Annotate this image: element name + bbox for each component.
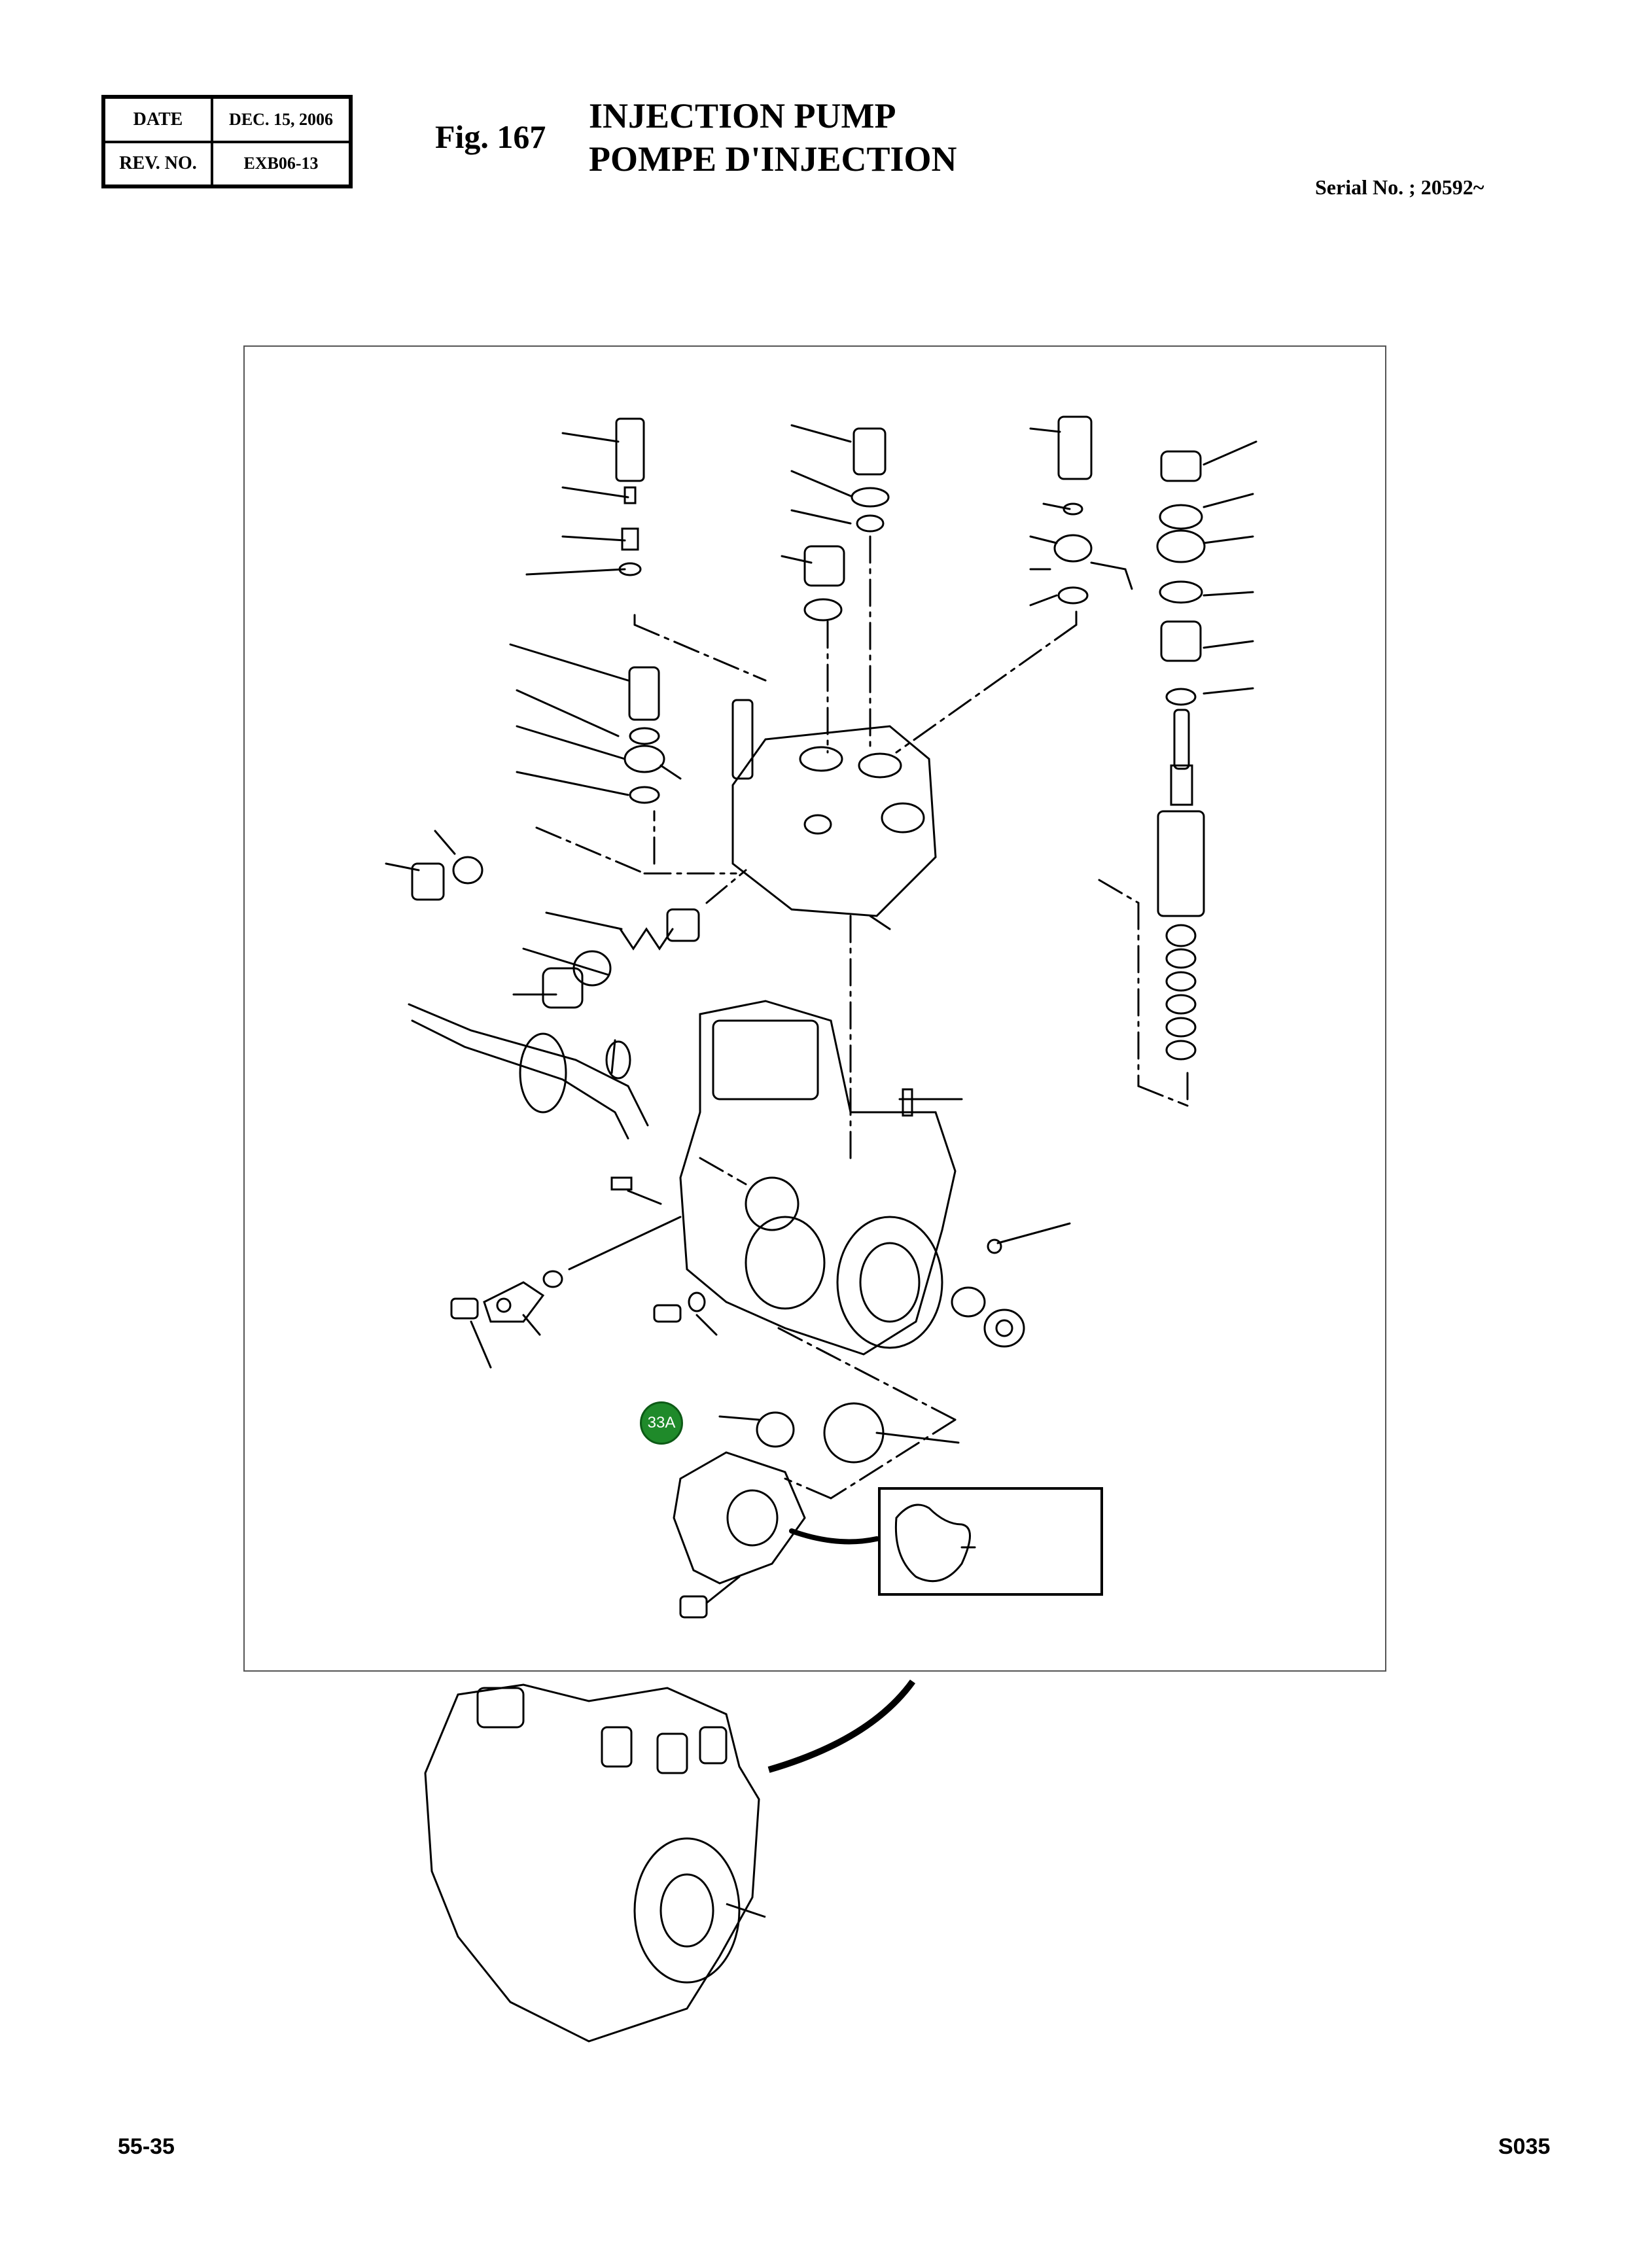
diagram-frame [243,345,1386,1672]
delivery-valve-holder [615,417,645,482]
figure-number: Fig. 167 [435,118,546,155]
rev-label: REV. NO. [104,141,212,186]
date-value: DEC. 15, 2006 [212,97,350,142]
rev-value: EXB06-13 [212,141,350,186]
callout-33a: 33A [640,1401,683,1445]
revision-table: DATE DEC. 15, 2006 REV. NO. EXB06-13 [101,95,353,188]
page-number-left: 55-35 [118,2134,175,2159]
serial-number: Serial No. ; 20592~ [1315,175,1485,199]
title-english: INJECTION PUMP [589,96,896,135]
title-french: POMPE D'INJECTION [589,139,957,179]
date-label: DATE [104,97,212,142]
page-code-right: S035 [1498,2134,1551,2159]
